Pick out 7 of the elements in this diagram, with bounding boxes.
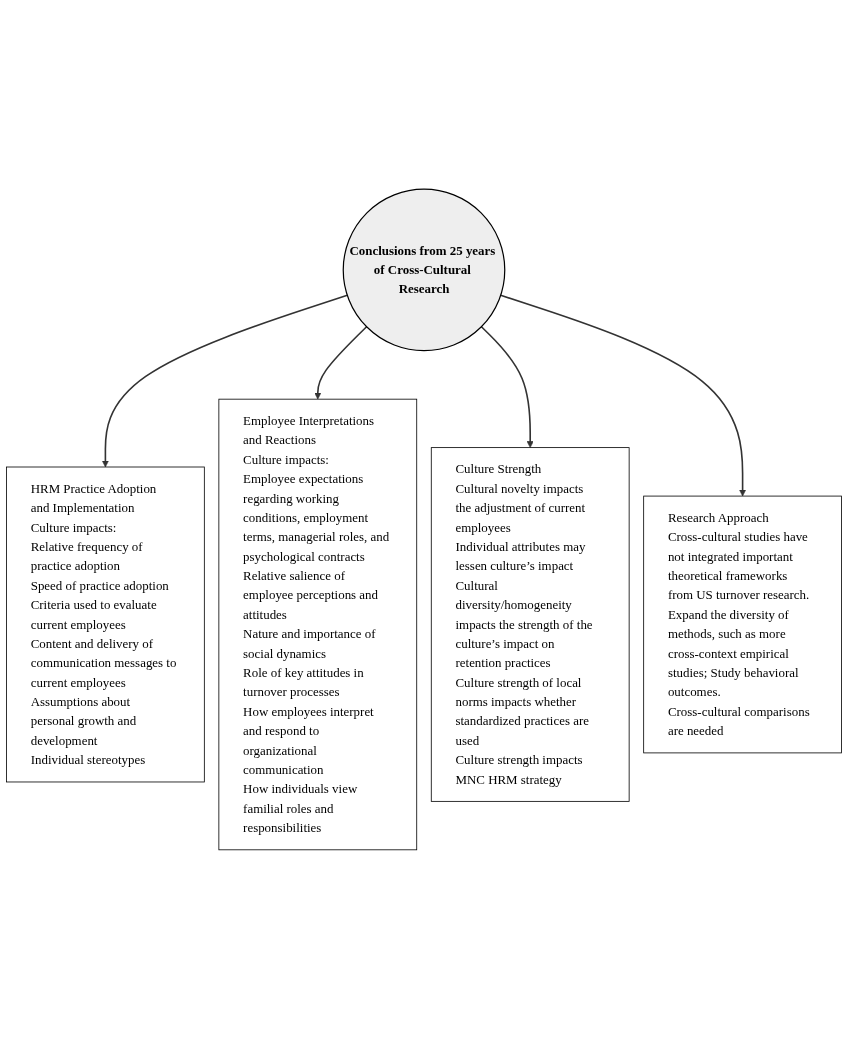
node-box: Employee Interpretations and Reactions Culture impacts: Employee expectations regarding working conditions, employment terms, managerial roles, and psychological contracts Relative salience of employee perceptions and attitudes Nature and importance of social dynamics Role of key attitudes in turnover processes How employees interpret and respond to organizational communication How individuals view familial roles and responsibilities [218,398,418,851]
node-circle: Conclusions from 25 years of Cross-Cultural Research [342,188,506,352]
node-box: Research Approach Cross-cultural studies have not integrated important theoretical frameworks from US turnover research. Expand the diversity of methods, such as more cross-context empirical studies; Study behavioral outcomes. Cross-cultural comparisons are needed [643,495,842,754]
arrow [480,325,534,448]
node-box: Culture Strength Cultural novelty impacts the adjustment of current employees Individual attributes may lessen culture’s impact Cultural diversity/homogeneity impacts the strength of the culture’s impact on retention practices Culture strength of local norms impacts whether standardized practices are used Culture strength impacts MNC HRM strategy [430,447,630,802]
arrow [314,325,368,400]
node-box: HRM Practice Adoption and Implementation Culture impacts: Relative frequency of practice adoption Speed of practice adoption Criteria used to evaluate current employees Content and delivery of communication messages to current employees Assumptions about personal growth and development Individual stereotypes [6,466,205,783]
